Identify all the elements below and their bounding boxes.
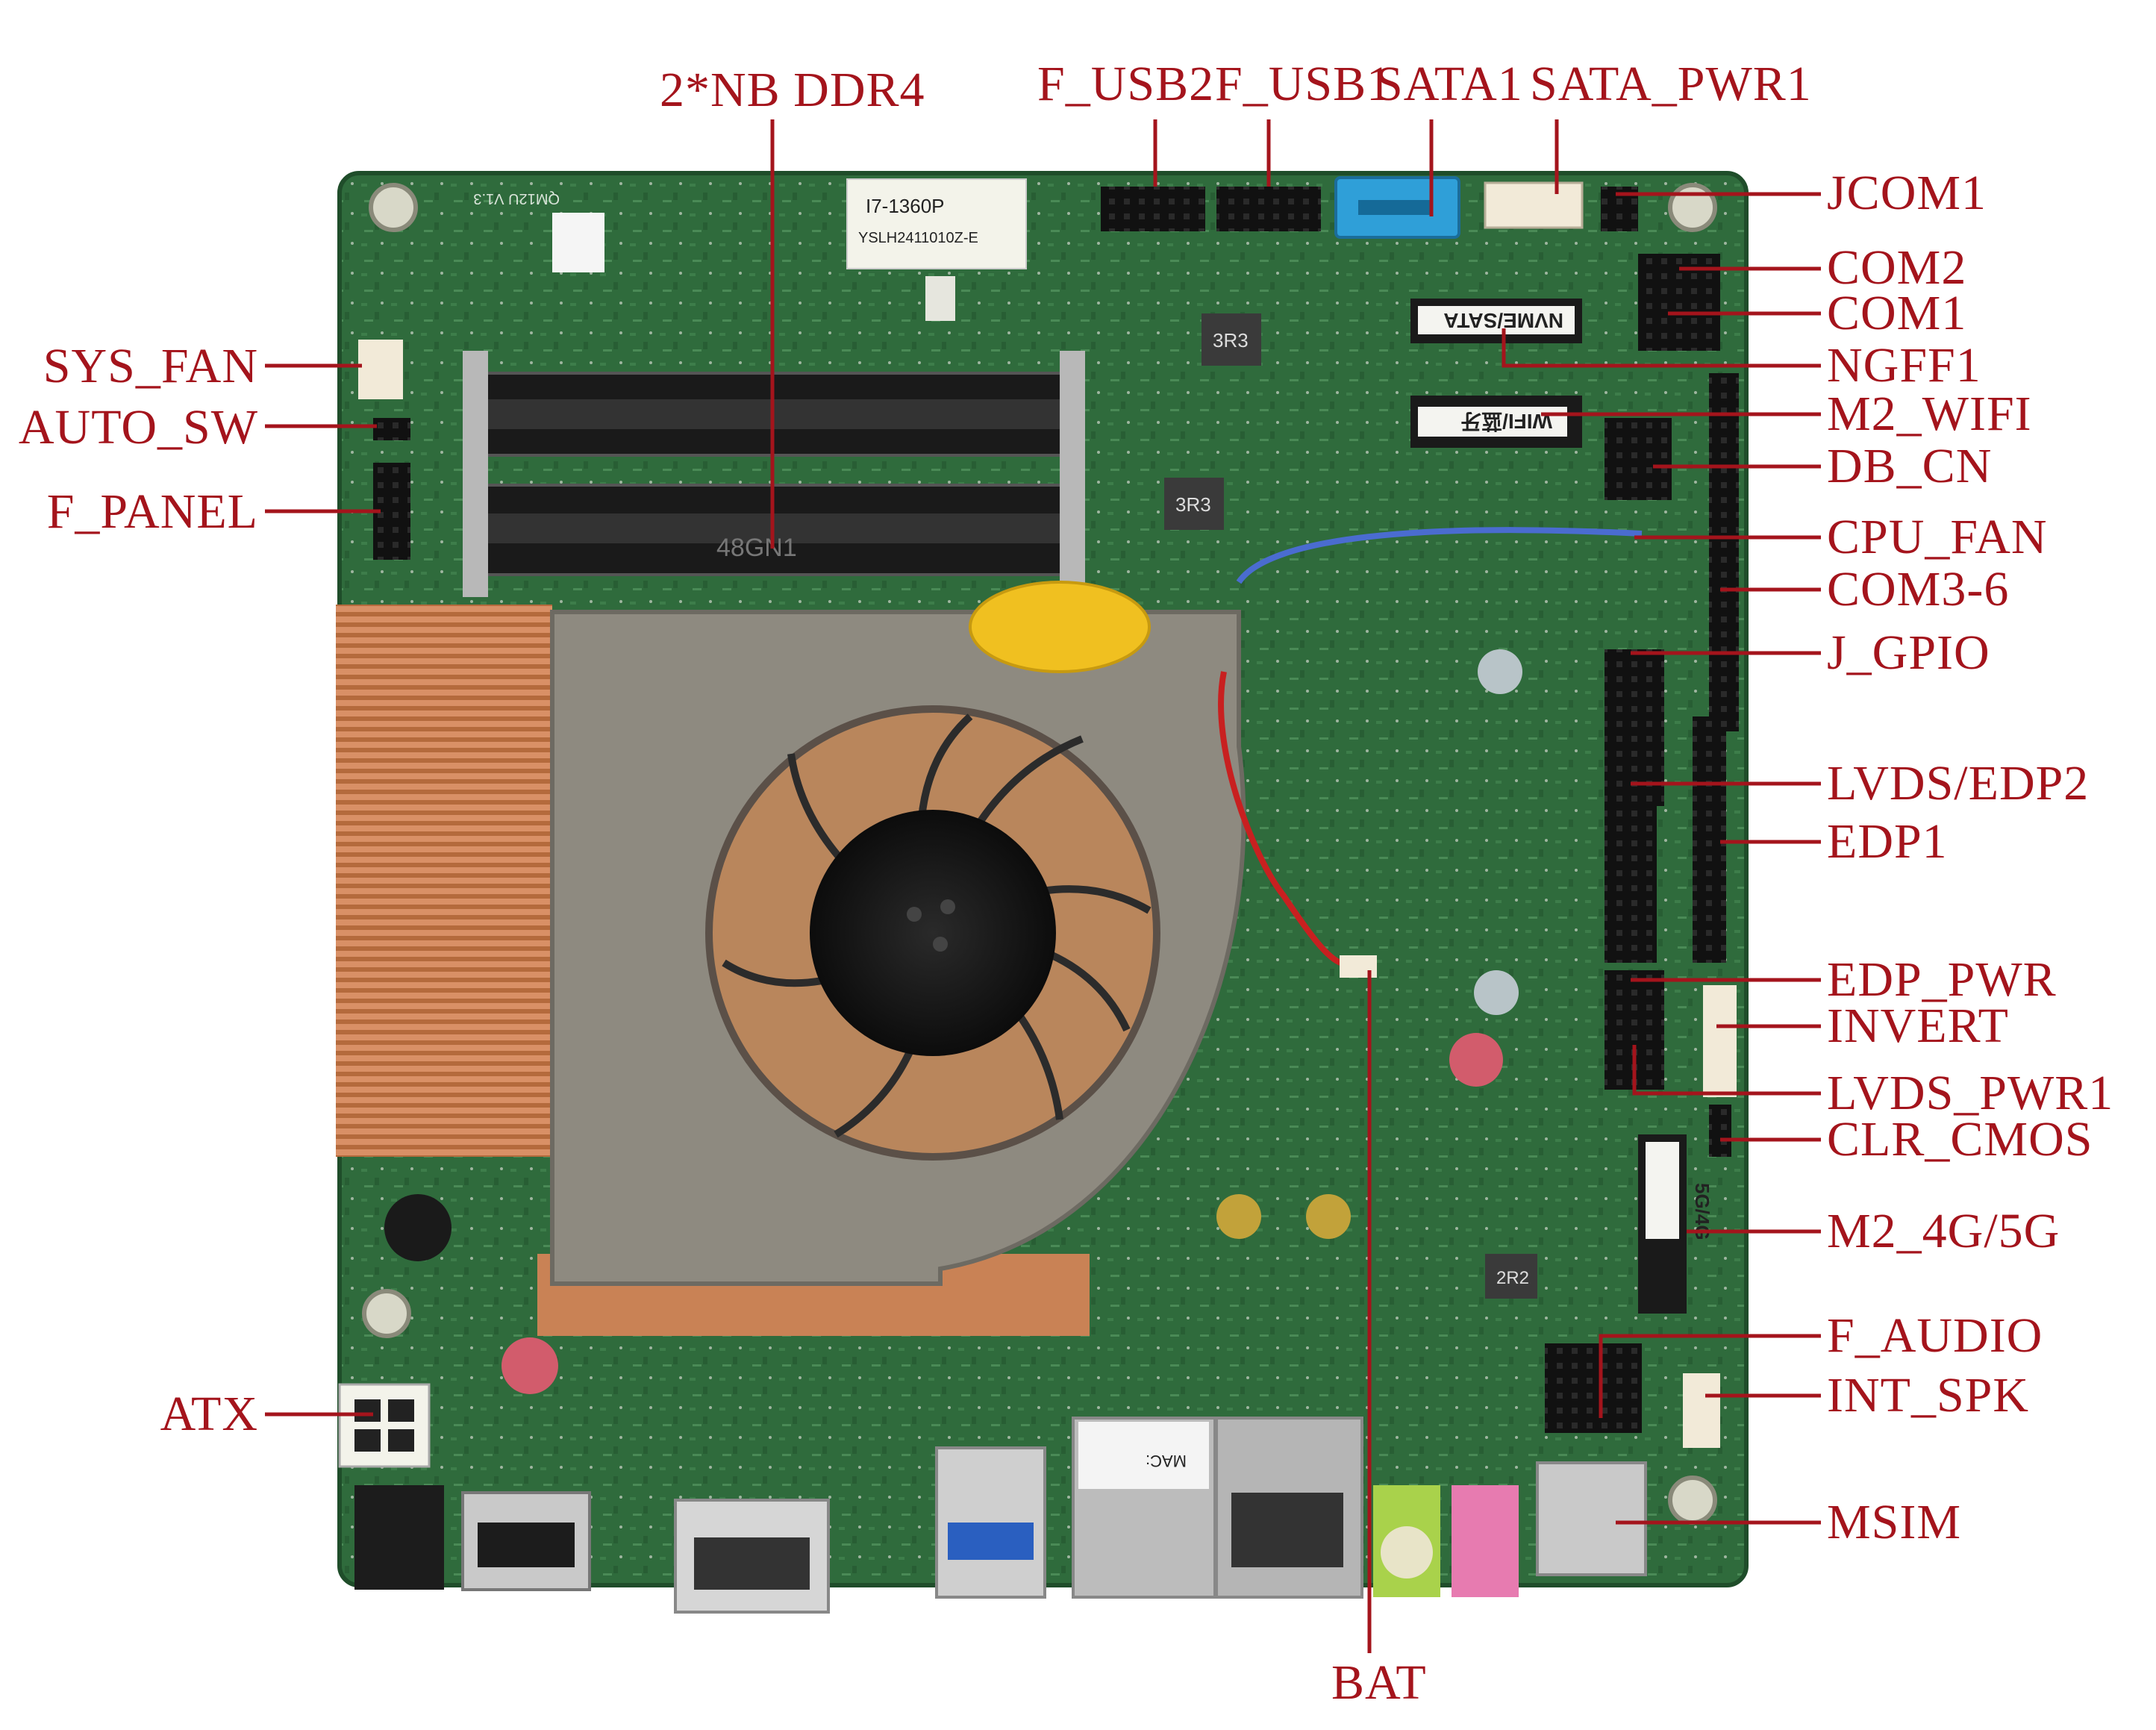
leader-lines xyxy=(265,119,1821,1653)
sata-pwr1-connector xyxy=(1484,181,1584,229)
msim-label: MSIM xyxy=(1827,1495,1962,1549)
capacitor xyxy=(1306,1194,1351,1239)
svg-text:I7-1360P: I7-1360P xyxy=(866,195,945,217)
edp1-connector xyxy=(1693,716,1726,963)
sys-fan-connector xyxy=(358,340,403,399)
capacitor xyxy=(1474,970,1519,1015)
lvds-pwr1-label: LVDS_PWR1 xyxy=(1827,1066,2114,1120)
lvds-edp2-label: LVDS/EDP2 xyxy=(1827,756,2090,811)
capacitor xyxy=(1449,1033,1503,1087)
f-usb1-label: F_USB1 xyxy=(1215,57,1393,111)
fan-icon xyxy=(550,610,1246,1286)
buzzer xyxy=(384,1194,451,1261)
ok-sticker xyxy=(925,276,955,321)
jcom1-label: JCOM1 xyxy=(1827,166,1987,220)
cpu-sticker: I7-1360P YSLH2411010Z-E xyxy=(846,178,1027,269)
ddr-slot-text: 48GN1 xyxy=(716,534,797,562)
svg-text:NVME/SATA: NVME/SATA xyxy=(1443,309,1563,332)
com1-label: COM1 xyxy=(1827,286,1967,340)
svg-text:MAC:: MAC: xyxy=(1146,1452,1187,1470)
edp-pwr-label: EDP_PWR xyxy=(1827,952,2057,1007)
m2-wifi-slot: WIFI/蓝牙 xyxy=(1410,396,1582,448)
capacitor xyxy=(501,1337,558,1394)
cpu-fan-cable xyxy=(1236,527,1643,584)
sata1-connector xyxy=(1334,176,1460,239)
com2-label: COM2 xyxy=(1827,240,1967,295)
svg-text:3R3: 3R3 xyxy=(1175,493,1211,516)
svg-text:3R3: 3R3 xyxy=(1213,329,1249,352)
m2-ngff1-slot: NVME/SATA xyxy=(1410,299,1582,343)
auto-sw-label: AUTO_SW xyxy=(18,400,258,455)
bat-label: BAT xyxy=(1331,1655,1427,1710)
ngff1-label: NGFF1 xyxy=(1827,338,1981,393)
int-spk-label: INT_SPK xyxy=(1827,1368,2030,1423)
svg-text:WIFI/蓝牙: WIFI/蓝牙 xyxy=(1460,410,1552,433)
edp1-label: EDP1 xyxy=(1827,814,1948,869)
m2-4g-5g-label: M2_4G/5G xyxy=(1827,1204,2060,1258)
j-gpio-label: J_GPIO xyxy=(1827,625,1990,680)
f-audio-header xyxy=(1545,1343,1642,1433)
com3-6-label: COM3-6 xyxy=(1827,562,2010,616)
com3-6-header xyxy=(1709,373,1739,731)
cmos-battery xyxy=(969,581,1151,673)
int-spk-connector xyxy=(1683,1373,1720,1448)
sata-pwr1-label: SATA_PWR1 xyxy=(1530,57,1812,111)
atx-connector xyxy=(338,1383,431,1468)
inductor xyxy=(1164,478,1224,530)
m2-4g5g-slot: 5G/4G xyxy=(1638,1134,1713,1314)
m2-wifi-label: M2_WIFI xyxy=(1827,387,2032,441)
sata1-label: SATA1 xyxy=(1375,57,1523,111)
ddr4-label: 2*NB DDR4 xyxy=(660,63,925,117)
f-usb2-header xyxy=(1101,187,1205,231)
ddr4-slot: 48GN1 xyxy=(463,351,1085,597)
rear-io: MAC: xyxy=(354,1417,1647,1614)
capacitor xyxy=(1216,1194,1261,1239)
f-usb2-label: F_USB2 xyxy=(1037,57,1215,111)
f-audio-label: F_AUDIO xyxy=(1827,1308,2043,1363)
inductor xyxy=(1485,1254,1537,1299)
capacitor xyxy=(1478,649,1522,694)
db-cn-label: DB_CN xyxy=(1827,439,1993,493)
fan-cable xyxy=(1218,671,1352,967)
clr-cmos-label: CLR_CMOS xyxy=(1827,1112,2093,1167)
mounting-holes xyxy=(362,183,1717,1525)
svg-text:YSLH2411010Z-E: YSLH2411010Z-E xyxy=(858,230,978,246)
atx-label: ATX xyxy=(160,1387,258,1441)
cpu-fan-label: CPU_FAN xyxy=(1827,510,2048,564)
dc-jack xyxy=(354,1485,444,1590)
invert-connector xyxy=(1703,985,1737,1097)
sys-fan-label: SYS_FAN xyxy=(43,339,258,393)
db-cn-header xyxy=(1604,418,1672,500)
board-model-text: QM12U V1.3 xyxy=(473,190,560,207)
invert-label: INVERT xyxy=(1827,999,2009,1053)
svg-text:2R2: 2R2 xyxy=(1496,1268,1529,1288)
f-panel-label: F_PANEL xyxy=(46,484,258,539)
audio-jack xyxy=(1452,1485,1519,1597)
inductor xyxy=(1202,313,1261,366)
sim-slot xyxy=(1536,1461,1647,1576)
clr-cmos-header xyxy=(1709,1105,1731,1157)
qr-sticker xyxy=(552,213,604,272)
auto-sw-header xyxy=(373,418,410,440)
lvds-edp2-connector xyxy=(1604,746,1657,963)
f-usb1-header xyxy=(1216,187,1321,231)
